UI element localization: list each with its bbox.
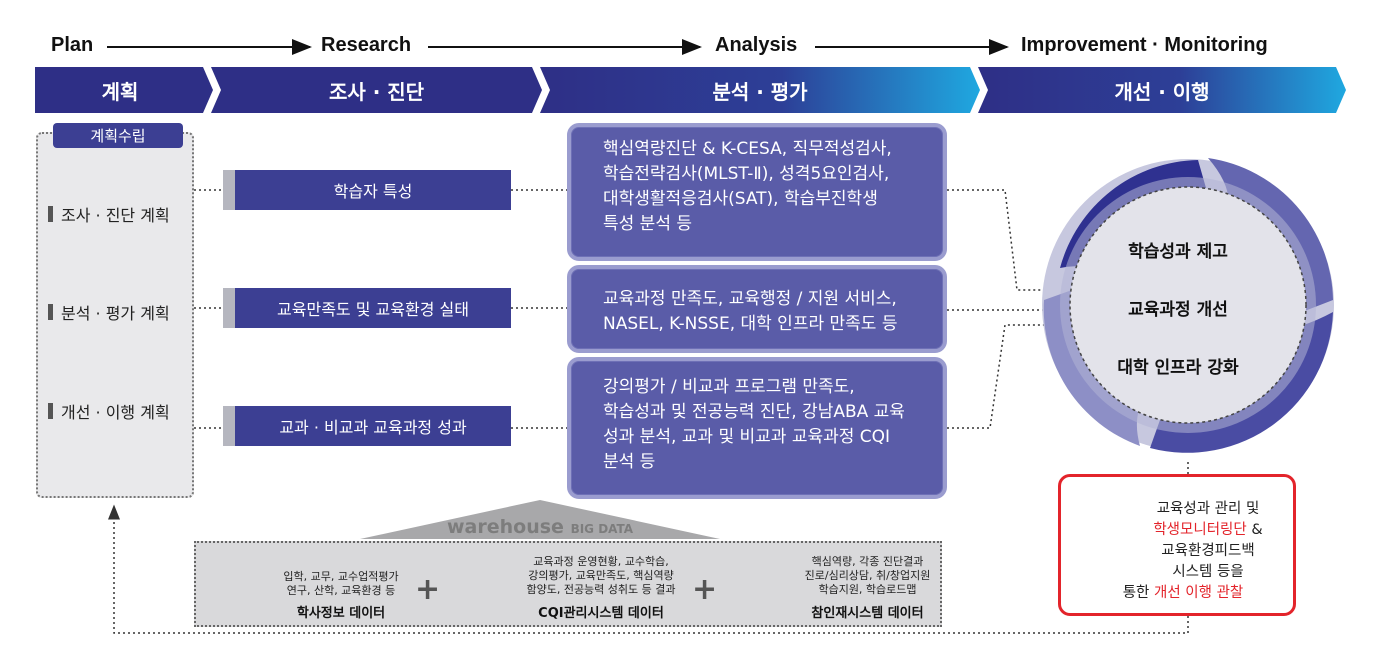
research-satisfaction: 교육만족도 및 교육환경 실태 xyxy=(223,288,511,328)
warehouse-funnel xyxy=(360,500,720,539)
stage-improvement: Improvement · Monitoring xyxy=(1021,34,1268,56)
analysis-box-satisfaction: 교육과정 만족도, 교육행정 / 지원 서비스, NASEL, K-NSSE, … xyxy=(567,265,947,353)
warehouse-title: warehouse BIG DATA xyxy=(447,516,634,538)
plan-panel xyxy=(36,132,194,498)
stage-analysis: Analysis xyxy=(715,34,798,56)
plan-title: 계획수립 xyxy=(53,123,183,148)
dotted-connectors xyxy=(108,189,1189,634)
bullet-icon xyxy=(48,206,53,222)
monitor-line-4: 시스템 등을 xyxy=(1172,564,1244,580)
band-plan: 계획 xyxy=(101,79,139,104)
monitor-line-1: 교육성과 관리 및 xyxy=(1156,501,1260,517)
monitor-line-5: 통한 개선 이행 관찰 xyxy=(1122,585,1244,601)
band-analysis: 분석 · 평가 xyxy=(712,79,808,104)
source-1-desc: 입학, 교무, 교수업적평가 연구, 산학, 교육환경 등 xyxy=(283,570,399,597)
phase-bands xyxy=(35,67,1346,113)
plus-sign: + xyxy=(692,572,718,607)
plan-item-analysis: 분석 · 평가 계획 xyxy=(48,300,170,324)
monitor-line-3: 교육환경피드백 xyxy=(1161,543,1255,559)
cycle-outcome: 학습성과 제고 xyxy=(1128,242,1228,262)
cycle-infrastructure: 대학 인프라 강화 xyxy=(1117,358,1239,378)
monitoring-box xyxy=(1058,474,1296,616)
plus-sign: + xyxy=(415,572,441,607)
source-3-label: 참인재시스템 데이터 xyxy=(811,606,924,621)
monitor-line-2: 학생모니터링단 & xyxy=(1153,522,1263,538)
source-2-desc: 교육과정 운영현황, 교수학습, 강의평가, 교육만족도, 핵심역량 함양도, … xyxy=(526,555,676,596)
cycle-curriculum: 교육과정 개선 xyxy=(1128,300,1228,320)
bullet-icon xyxy=(48,403,53,419)
source-3-desc: 핵심역량, 각종 진단결과 진로/심리상담, 취/창업지원 학습지원, 학습로드… xyxy=(804,555,931,596)
analysis-box-learner: 핵심역량진단 & K-CESA, 직무적성검사, 학습전략검사(MLST-Ⅱ),… xyxy=(567,123,947,261)
band-research: 조사 · 진단 xyxy=(328,79,425,104)
plan-item-research: 조사 · 진단 계획 xyxy=(48,202,170,226)
stage-plan: Plan xyxy=(51,34,94,56)
source-2-label: CQI관리시스템 데이터 xyxy=(538,606,664,621)
band-improvement: 개선 · 이행 xyxy=(1114,79,1210,104)
plan-item-improvement: 개선 · 이행 계획 xyxy=(48,399,170,423)
warehouse-panel xyxy=(194,541,942,627)
source-1-label: 학사정보 데이터 xyxy=(296,606,386,621)
bullet-icon xyxy=(48,304,53,320)
stage-research: Research xyxy=(321,34,412,56)
research-curriculum: 교과 · 비교과 교육과정 성과 xyxy=(223,406,511,446)
analysis-box-curriculum: 강의평가 / 비교과 프로그램 만족도, 학습성과 및 전공능력 진단, 강남A… xyxy=(567,357,947,499)
improvement-cycle xyxy=(1042,158,1334,453)
research-learner: 학습자 특성 xyxy=(223,170,511,210)
